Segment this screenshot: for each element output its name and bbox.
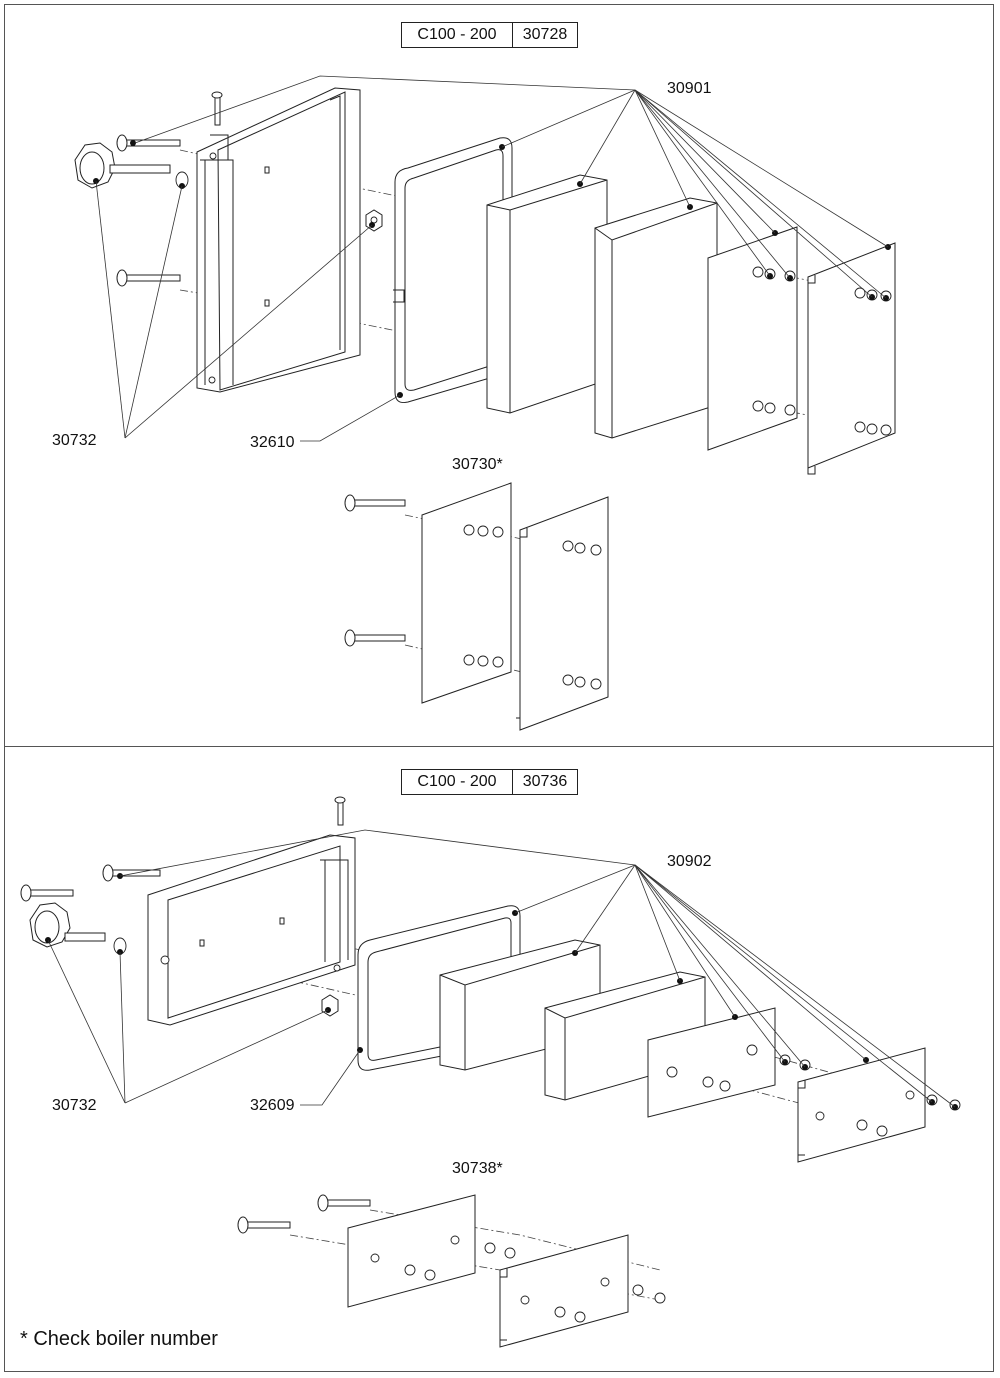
top-inner-box [594,197,718,439]
bottom-bolt-2 [20,884,74,902]
top-insulation-block [486,174,608,414]
top-kit-label: 30901 [667,80,712,97]
top-nut [365,209,383,232]
bottom-header-model: C100 - 200 [401,769,513,795]
bottom-channel-cover [797,1047,961,1163]
bottom-header-table: C100 - 200 30736 [401,769,578,795]
drawing-frame [4,4,994,1372]
top-alt-kit-label: 30730* [452,456,503,473]
section-divider [4,746,994,747]
top-channel-cover [807,242,896,475]
bottom-alt-kit [237,1194,666,1348]
top-assembly [74,75,896,731]
bottom-gasket-label: 32609 [250,1097,295,1114]
top-bolt-2 [116,269,181,287]
bottom-kit-label: 30902 [667,853,712,870]
bottom-nut [321,994,339,1017]
bottom-assembly [20,796,961,1348]
bottom-knob-kit-label: 30732 [52,1097,97,1114]
top-door-frame [196,87,361,393]
top-leader-lines [95,75,889,442]
top-gasket-label: 32610 [250,434,295,451]
top-plate [707,226,798,451]
bottom-plate [647,1007,811,1118]
top-header-model: C100 - 200 [401,22,513,48]
bottom-alt-kit-label: 30738* [452,1160,503,1177]
bottom-door-frame [147,796,356,1026]
top-header-table: C100 - 200 30728 [401,22,578,48]
bottom-knob [29,902,106,948]
top-bolt-1 [116,134,181,152]
top-knob [74,142,171,189]
top-knob-kit-label: 30732 [52,432,97,449]
footnote: * Check boiler number [20,1328,218,1350]
top-alt-kit [344,482,609,731]
bottom-bolt-1 [102,864,161,882]
top-header-code: 30728 [512,22,578,48]
bottom-leader-lines [47,829,956,1108]
bottom-header-code: 30736 [512,769,578,795]
